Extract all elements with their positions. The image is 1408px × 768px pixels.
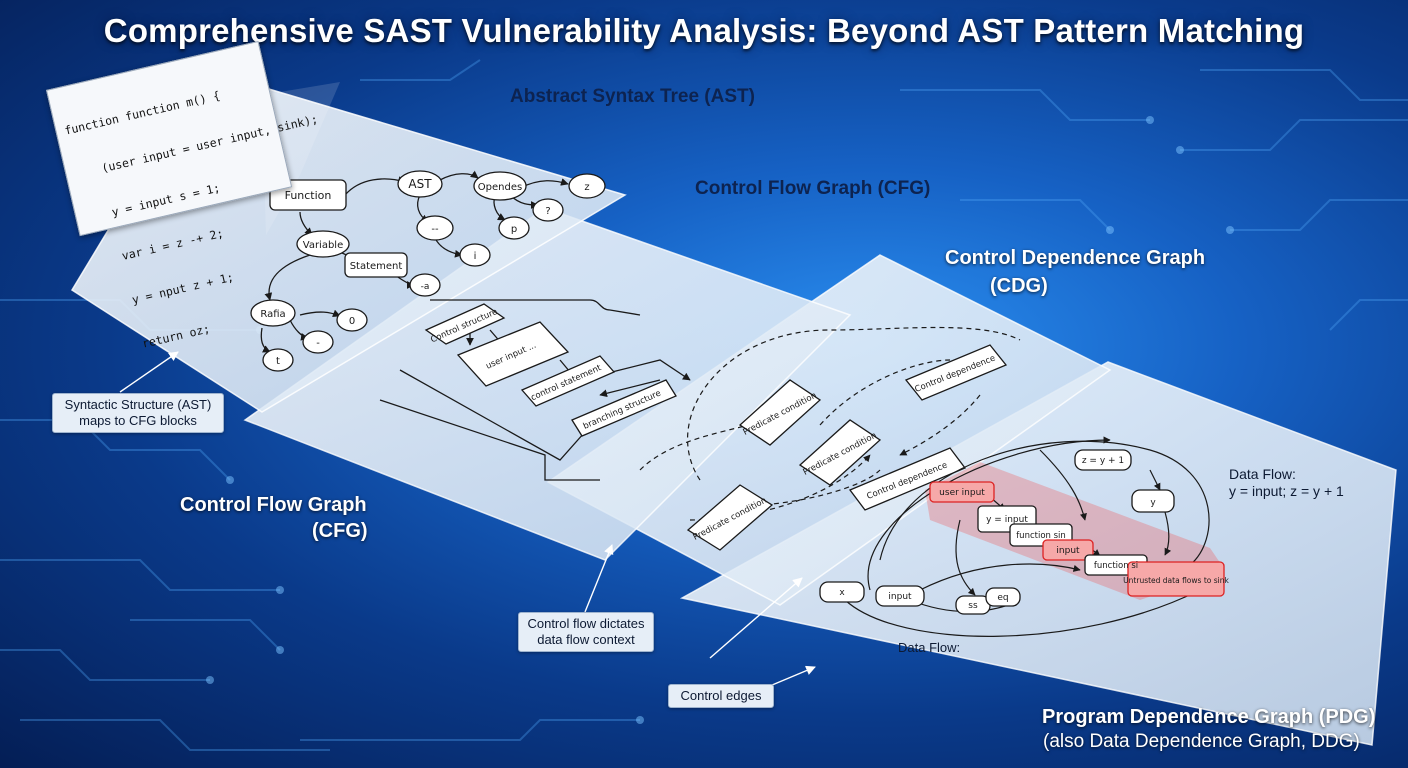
- data-flow-bottom-note: Data Flow:: [898, 640, 961, 655]
- pdg-nodes: [819, 449, 1225, 615]
- pdg-label-n7: Untrusted data flows to sink: [1123, 576, 1229, 585]
- code-line: y = input s = 1;: [83, 180, 222, 226]
- pdg-label-line2: (also Data Dependence Graph, DDG): [1043, 731, 1360, 752]
- ast-nodes: [250, 170, 606, 372]
- cfg-block-control-statement: [520, 355, 616, 407]
- code-line: (user input = user input, sink);: [73, 111, 320, 182]
- ast-label-statement: Statement: [350, 261, 403, 272]
- pdg-label-n11: ss: [968, 601, 978, 611]
- code-line: var i = z -+ 2;: [93, 225, 225, 270]
- cfg-left-label-line1: Control Flow Graph: [180, 494, 367, 516]
- pdg-node-z: [1074, 449, 1132, 471]
- pdg-label-n5: input: [1056, 546, 1080, 556]
- cfg-block-control-structure: [424, 303, 506, 345]
- circuit-traces: [0, 59, 1408, 751]
- ast-label-z: z: [584, 182, 589, 193]
- cdg-predicate-1: [738, 379, 822, 446]
- ast-label-ast: AST: [408, 177, 432, 191]
- pdg-label-n1: z = y + 1: [1082, 456, 1124, 466]
- ast-label-function: Function: [285, 189, 332, 202]
- data-flow-note-title: Data Flow:: [1229, 466, 1296, 482]
- code-line: function function m() {: [63, 88, 222, 138]
- ast-plane-label: Abstract Syntax Tree (AST): [510, 86, 755, 107]
- ast-node-f: [409, 273, 441, 297]
- code-line: y = nput z + 1;: [103, 269, 235, 314]
- cdg-control-dep-2: [848, 447, 967, 511]
- ast-node-variable: [296, 230, 350, 258]
- callout-control-flow-line1: Control flow dictates: [527, 616, 645, 631]
- pdg-label-n9: x: [839, 588, 845, 598]
- pdg-label-n10: input: [888, 592, 912, 602]
- pdg-node-input: [1042, 539, 1094, 561]
- ast-node-z: [568, 173, 606, 199]
- ast-node-a: [416, 215, 454, 241]
- cdg-label-line1: Control Dependence Graph: [945, 247, 1206, 269]
- pdg-label-n4: function sin: [1016, 531, 1066, 541]
- cdg-label-line2: (CDG): [990, 275, 1048, 297]
- ast-label-j: 0: [349, 316, 355, 327]
- cfg-block-user-input: [456, 321, 570, 387]
- ast-label-a: --: [431, 224, 439, 235]
- ast-label-operators: Opendes: [478, 182, 522, 193]
- cfg-block-branching: [571, 379, 677, 437]
- ast-label-d: ?: [545, 206, 550, 217]
- ast-node-ast: [397, 170, 443, 198]
- ast-node-h: [262, 348, 294, 372]
- page-title: Comprehensive SAST Vulnerability Analysi…: [103, 12, 1305, 49]
- ast-label-variable: Variable: [303, 240, 344, 251]
- cfg-nodes: [424, 303, 677, 437]
- ast-node-operators: [473, 171, 527, 201]
- ast-node-c: [498, 216, 530, 240]
- pdg-label-n6: function si: [1094, 561, 1138, 571]
- cdg-predicate-3: [686, 484, 774, 551]
- code-line: return oz;: [113, 321, 212, 357]
- ast-label-b: i: [474, 251, 477, 262]
- ast-label-g: Rafia: [260, 309, 285, 320]
- pdg-label-n12: eq: [997, 593, 1008, 603]
- circuit-pads: [206, 116, 1234, 724]
- data-flow-note-expr: y = input; z = y + 1: [1229, 483, 1344, 499]
- pdg-label-n3: y = input: [986, 515, 1028, 525]
- cdg-nodes: [686, 344, 1008, 551]
- pdg-node-labels: z = y + 1 user input y = input function …: [839, 456, 1229, 611]
- pdg-node-eq: [985, 587, 1021, 607]
- ast-node-j: [336, 308, 368, 332]
- pdg-node-input2: [875, 585, 925, 607]
- pdg-node-x: [819, 581, 865, 603]
- callout-syntactic-line2: maps to CFG blocks: [79, 413, 197, 428]
- callout-control-flow: Control flow dictates data flow context: [518, 612, 654, 652]
- pdg-node-sink: [1127, 561, 1225, 597]
- ast-label-c: p: [511, 224, 517, 235]
- cdg-control-dep-1: [904, 344, 1008, 401]
- cfg-left-label-line2: (CFG): [312, 520, 368, 542]
- ast-node-statement: [344, 252, 408, 278]
- callout-arrows: [119, 351, 816, 689]
- pdg-label-line1: Program Dependence Graph (PDG): [1042, 706, 1376, 728]
- pdg-node-user-input: [929, 481, 995, 503]
- ast-node-g: [250, 299, 296, 327]
- pdg-label-n2: user input: [939, 488, 985, 498]
- ast-label-f: -a: [421, 282, 430, 292]
- callout-syntactic-line1: Syntactic Structure (AST): [64, 397, 212, 412]
- ast-label-h: t: [276, 356, 280, 367]
- callout-control-edges: Control edges: [668, 684, 774, 708]
- cfg-plane-label: Control Flow Graph (CFG): [695, 178, 931, 199]
- ast-node-i: [302, 330, 334, 354]
- ast-label-i: -: [316, 338, 320, 349]
- ast-node-d: [532, 198, 564, 222]
- pdg-node-y: [1131, 489, 1175, 513]
- ast-node-b: [459, 243, 491, 267]
- pdg-label-n8: y: [1150, 498, 1156, 508]
- callout-control-flow-line2: data flow context: [537, 632, 635, 647]
- cdg-predicate-2: [798, 419, 882, 486]
- ast-node-labels: Function AST Opendes z Variable Statemen…: [260, 177, 589, 367]
- callout-syntactic-structure: Syntactic Structure (AST) maps to CFG bl…: [52, 393, 224, 433]
